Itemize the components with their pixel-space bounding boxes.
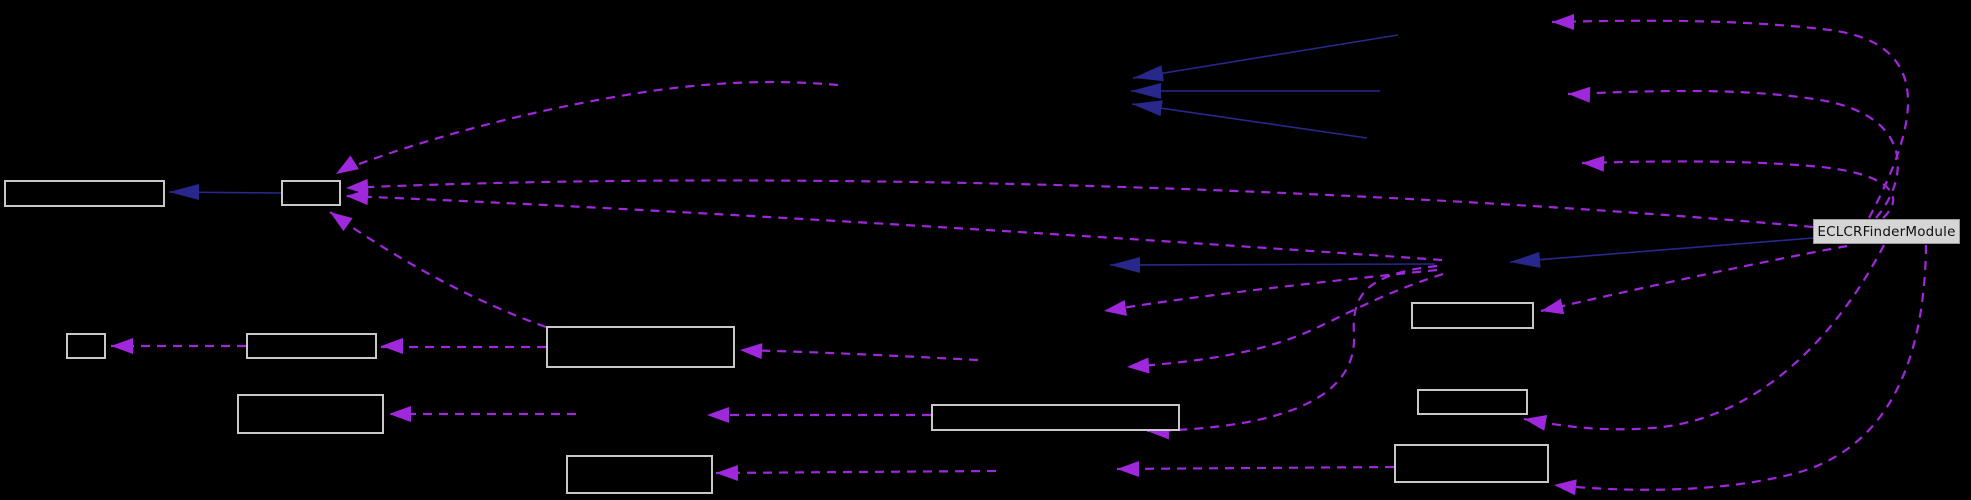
arrowhead-icon bbox=[336, 155, 359, 174]
dashed-edge bbox=[1523, 244, 1885, 431]
arrowhead-icon bbox=[346, 178, 369, 195]
dashed-edge bbox=[337, 80, 839, 174]
dashed-edge bbox=[1551, 19, 1910, 219]
arrowhead-icon bbox=[1582, 155, 1605, 172]
arrowhead-icon bbox=[1117, 461, 1139, 477]
solid-edge bbox=[1132, 34, 1399, 79]
arrowhead-icon bbox=[381, 338, 403, 354]
dashed-edge bbox=[1581, 160, 1895, 219]
arrowhead-icon bbox=[1568, 86, 1591, 103]
node-h[interactable] bbox=[566, 455, 713, 494]
node-c[interactable] bbox=[66, 333, 106, 359]
arrowhead-icon bbox=[1552, 14, 1574, 30]
solid-edge bbox=[1131, 103, 1368, 139]
node-e[interactable] bbox=[546, 326, 735, 368]
arrowhead-icon bbox=[169, 184, 199, 200]
dashed-edge bbox=[1540, 244, 1848, 313]
dashed-edge bbox=[345, 194, 1443, 262]
arrowhead-icon bbox=[1524, 414, 1548, 431]
node-g[interactable] bbox=[931, 404, 1180, 431]
dashed-edge bbox=[1553, 244, 1928, 491]
arrowhead-icon bbox=[1132, 100, 1163, 117]
node-k[interactable] bbox=[1394, 444, 1549, 483]
dashed-edge bbox=[1146, 264, 1438, 433]
arrowhead-icon bbox=[1510, 251, 1541, 268]
arrowhead-icon bbox=[707, 407, 729, 423]
arrowhead-icon bbox=[389, 406, 411, 422]
dashed-edge bbox=[739, 348, 979, 362]
main-node-label: ECLCRFinderModule bbox=[1817, 223, 1956, 240]
node-a[interactable] bbox=[4, 180, 165, 207]
arrowhead-icon bbox=[716, 465, 738, 481]
dashed-edge bbox=[345, 179, 1814, 229]
arrowhead-icon bbox=[740, 343, 763, 360]
arrowhead-icon bbox=[330, 212, 353, 232]
arrowhead-icon bbox=[1127, 357, 1150, 374]
solid-edge bbox=[1109, 263, 1436, 266]
arrowhead-icon bbox=[1110, 257, 1140, 273]
solid-edge bbox=[1509, 237, 1814, 263]
dashed-edge bbox=[1126, 272, 1444, 369]
arrowhead-icon bbox=[1133, 65, 1164, 82]
node-f[interactable] bbox=[237, 394, 384, 434]
node-d[interactable] bbox=[246, 333, 377, 359]
dashed-edge bbox=[1567, 89, 1899, 219]
arrowhead-icon bbox=[111, 338, 133, 354]
arrowhead-icon bbox=[1131, 83, 1161, 99]
dashed-edge bbox=[329, 211, 547, 329]
arrowhead-icon bbox=[1541, 298, 1565, 315]
arrowhead-icon bbox=[346, 189, 369, 206]
dashed-edge bbox=[1116, 465, 1395, 471]
main-node[interactable]: ECLCRFinderModule bbox=[1813, 219, 1960, 244]
node-i[interactable] bbox=[1411, 302, 1534, 329]
node-j[interactable] bbox=[1417, 389, 1528, 415]
dashed-edge bbox=[1103, 268, 1438, 313]
node-b[interactable] bbox=[281, 180, 341, 206]
dashed-edge bbox=[715, 469, 997, 475]
arrowhead-icon bbox=[1554, 479, 1577, 496]
arrowhead-icon bbox=[1104, 300, 1127, 316]
